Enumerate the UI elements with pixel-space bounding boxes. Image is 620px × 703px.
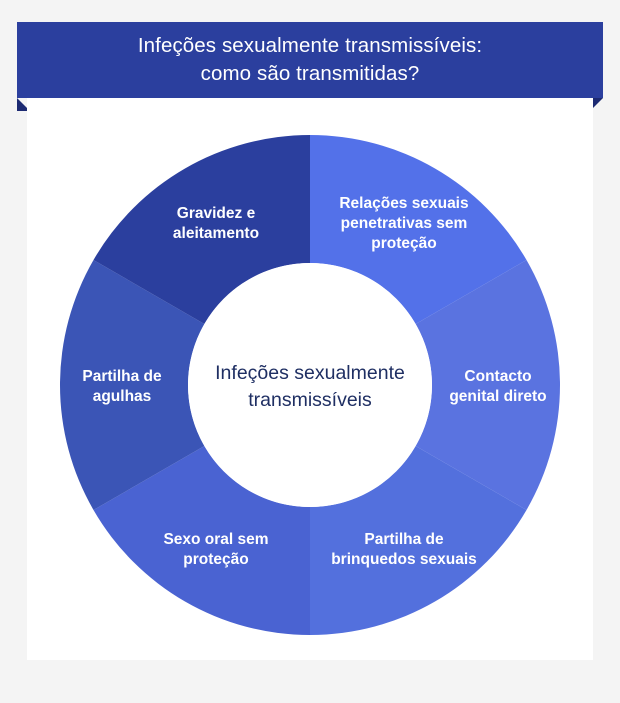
header-banner: Infeções sexualmente transmissíveis: com… <box>17 22 603 111</box>
donut-segments <box>59 135 560 635</box>
page-title: Infeções sexualmente transmissíveis: com… <box>137 34 483 85</box>
banner-fold-right-icon <box>590 98 603 111</box>
donut-segment-gravidez-aleitamento[interactable] <box>93 135 310 324</box>
center-text-line-1: Infeções sexualmente <box>215 362 405 384</box>
donut-center-hole <box>188 263 432 507</box>
banner-fold-left-icon <box>17 98 30 111</box>
donut-center-text: Infeções sexualmente transmissíveis <box>215 362 405 411</box>
donut-segment-sexo-oral[interactable] <box>93 446 310 635</box>
donut-segment-relacoes-sexuais[interactable] <box>310 135 527 324</box>
header-banner-body: Infeções sexualmente transmissíveis: com… <box>17 22 603 98</box>
donut-segment-contacto-genital[interactable] <box>415 260 560 510</box>
donut-segment-partilha-agulhas[interactable] <box>59 260 205 510</box>
center-text-line-2: transmissíveis <box>248 389 372 411</box>
donut-segment-brinquedos-sexuais[interactable] <box>310 446 527 635</box>
